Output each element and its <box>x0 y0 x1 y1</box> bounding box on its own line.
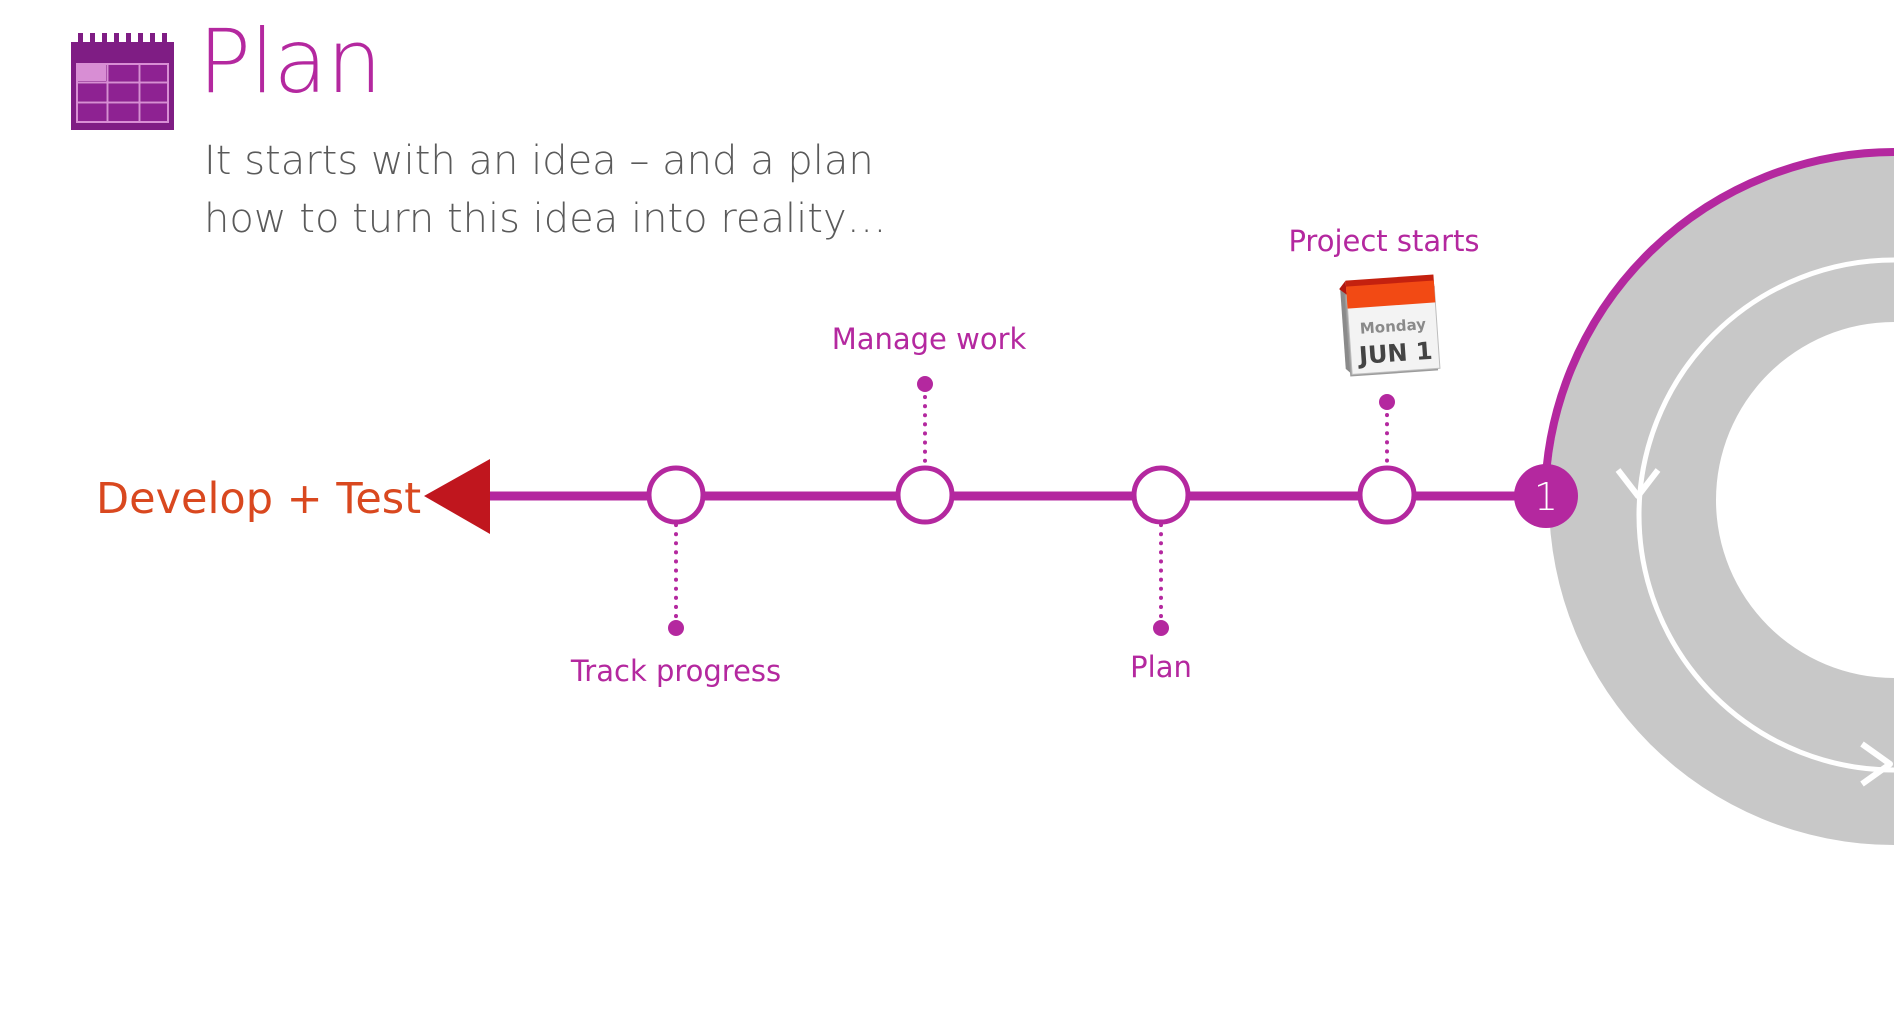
calendar-badge-day: Monday <box>1359 315 1426 338</box>
dot-manage-work <box>917 376 933 392</box>
dot-plan <box>1153 620 1169 636</box>
label-track-progress: Track progress <box>570 654 782 688</box>
cycle-down-arrow-icon <box>1615 468 1661 499</box>
dot-track-progress <box>668 620 684 636</box>
start-node-number: 1 <box>1534 475 1558 519</box>
page-title: Plan <box>198 10 382 113</box>
subtitle: It starts with an idea – and a plan how … <box>204 132 887 248</box>
start-node <box>1514 464 1578 528</box>
milestone-track-progress <box>646 465 706 525</box>
dot-project-starts <box>1379 394 1395 410</box>
cycle-inner-track <box>1636 257 1894 773</box>
subtitle-line-2: how to turn this idea into reality… <box>204 196 887 242</box>
cycle-right-arrow-icon <box>1860 741 1893 787</box>
label-plan: Plan <box>1130 650 1192 684</box>
develop-arrow-head <box>424 459 490 534</box>
label-manage-work: Manage work <box>831 322 1027 356</box>
calendar-badge-icon: Monday JUN 1 <box>1339 274 1441 377</box>
develop-test-label: Develop + Test <box>96 474 422 524</box>
subtitle-line-1: It starts with an idea – and a plan <box>204 138 874 184</box>
cycle-ring <box>1549 155 1894 845</box>
label-project-starts: Project starts <box>1288 224 1480 258</box>
calendar-badge-date: JUN 1 <box>1356 337 1433 370</box>
milestone-plan <box>1131 465 1191 525</box>
cycle-outer-arc <box>1541 148 1894 497</box>
milestone-project-starts <box>1357 465 1417 525</box>
milestone-manage-work <box>895 465 955 525</box>
